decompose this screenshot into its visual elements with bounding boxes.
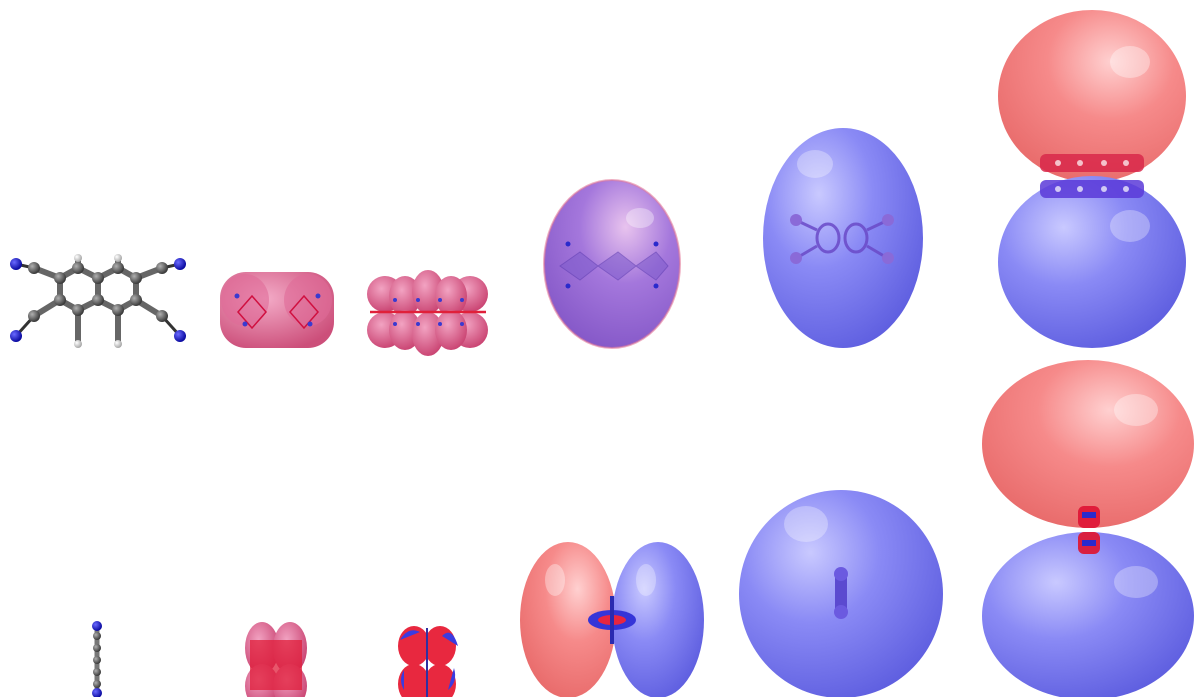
diffuse-orbital-red-blue-horizontal-side xyxy=(520,542,704,697)
density-isosurface-1-top xyxy=(220,272,334,348)
density-isosurface-2-top xyxy=(367,270,488,356)
density-isosurface-2-side xyxy=(398,626,458,697)
diffuse-orbital-red-blue-vertical-side xyxy=(982,360,1194,697)
diffuse-orbital-purple-top xyxy=(543,179,681,349)
diffuse-orbital-blue-top xyxy=(763,128,923,348)
diffuse-orbital-blue-side xyxy=(739,490,943,697)
molecule-ball-and-stick-top xyxy=(10,254,186,348)
diffuse-orbital-red-blue-top xyxy=(998,10,1186,348)
density-isosurface-1-side xyxy=(245,622,307,697)
molecule-ball-and-stick-side xyxy=(92,621,102,697)
